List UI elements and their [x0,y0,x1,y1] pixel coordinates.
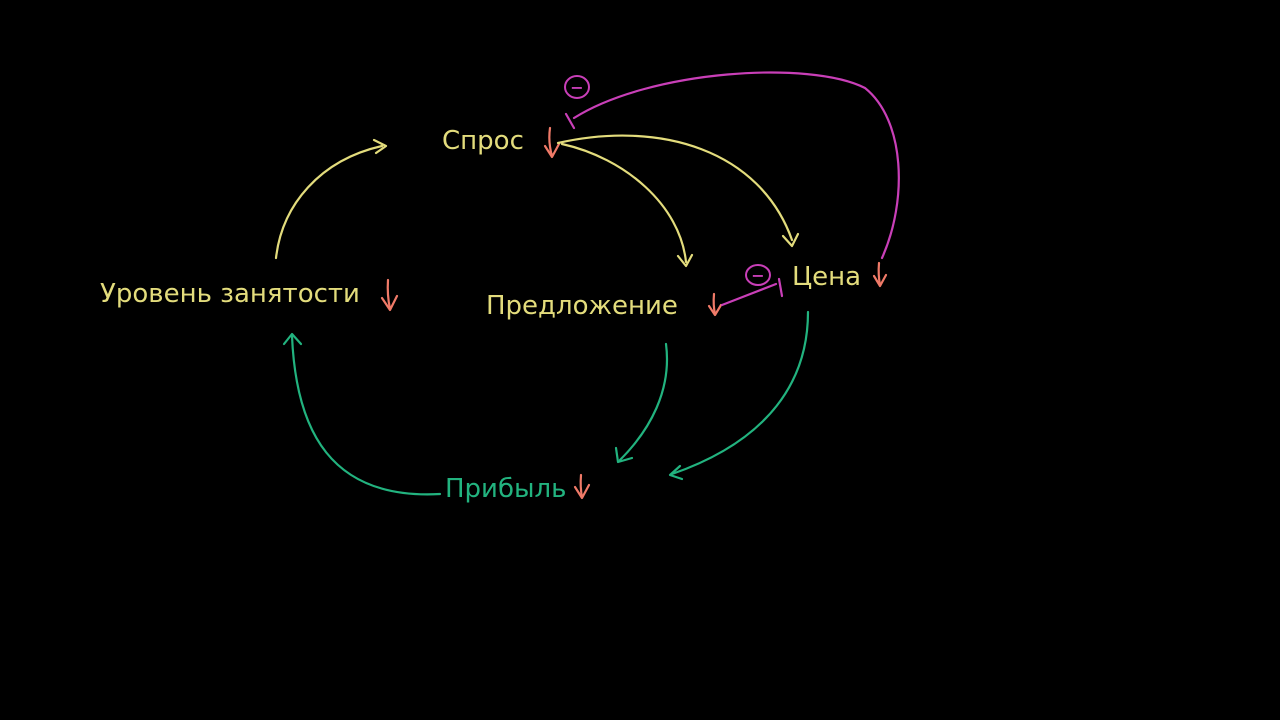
price-inhibits-demand-link: − [564,71,900,260]
demand-to-price-arrow [556,134,800,248]
profit-down-arrow-icon [573,473,591,500]
negative-sign-circle-demand [564,75,590,99]
profit-label: Прибыль [445,474,566,504]
demand-to-supply-arrow [560,142,694,268]
supply-label: Предложение [486,291,678,321]
demand-label: Спрос [442,126,524,156]
price-to-profit-arrow [668,310,810,481]
price-down-arrow-icon [872,261,888,288]
employment-label: Уровень занятости [100,279,360,309]
price-label: Цена [792,262,861,292]
supply-to-profit-arrow [614,342,669,464]
negative-sign-demand: − [570,78,583,97]
employment-down-arrow-icon [380,278,399,312]
negative-sign-circle-supply [745,264,771,286]
employment-to-demand-arrow [274,138,388,260]
supply-down-arrow-icon [707,292,723,317]
negative-sign-supply: − [751,266,764,285]
price-inhibits-supply-link: − [720,264,784,307]
profit-to-employment-arrow [282,332,442,496]
demand-down-arrow-icon [543,126,561,159]
